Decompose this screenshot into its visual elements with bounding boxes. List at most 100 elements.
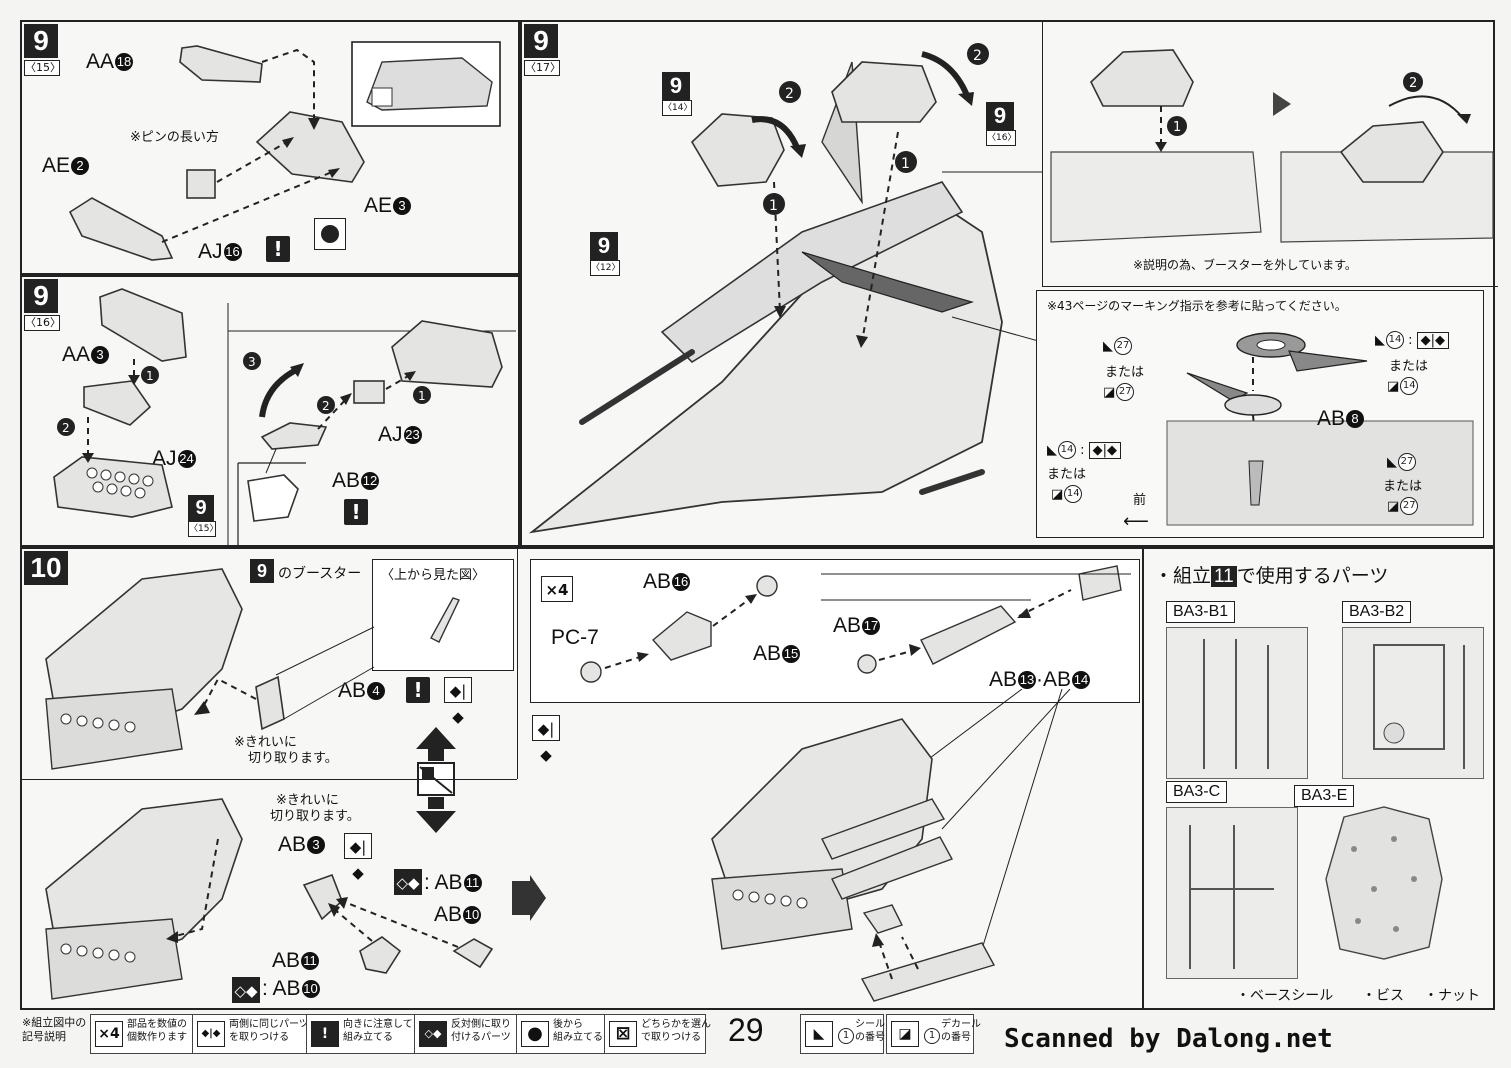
x4-icon: ×4	[541, 576, 573, 602]
seal-icon: ◣	[805, 1021, 833, 1047]
runner-ba3-e-label: BA3-E	[1294, 785, 1355, 807]
detail-note: ※説明の為、ブースターを外しています。	[1133, 258, 1357, 272]
step-number: 9	[524, 24, 558, 58]
svg-text:2: 2	[973, 48, 982, 64]
or-text-4: または	[1383, 479, 1423, 494]
step-number: 9	[24, 279, 58, 313]
ref-sub-12: 〈12〉	[590, 260, 620, 276]
parts-footer-seal: ・ベースシール	[1236, 988, 1334, 1004]
note-pin-long: ※ピンの長い方	[130, 130, 219, 145]
choose-either-icon: ⊠	[609, 1021, 637, 1047]
svg-text:2: 2	[62, 421, 70, 435]
legend-opposite: ◇◆ 反対側に取り付けるパーツ	[414, 1014, 518, 1054]
top-view-part	[430, 597, 460, 643]
ref-step-16: 9	[986, 102, 1014, 130]
runners-illustration	[1189, 639, 1465, 969]
decal-14-a: ◪14	[1387, 377, 1419, 395]
both-sides-icon-b: ◆|◆	[344, 833, 372, 882]
legend-caution: ! 向きに注意して組み立てる	[306, 1014, 416, 1054]
step-sub: 〈17〉	[524, 60, 561, 76]
divider-vert	[517, 549, 518, 779]
assemble-later-icon: ●	[521, 1021, 549, 1047]
legend-seal: ◣ 1 シールの番号	[800, 1014, 885, 1054]
step-sub: 〈16〉	[24, 315, 61, 331]
clean-cut-note-b: ※きれいに切り取ります。	[270, 793, 360, 824]
panel-9-16-illustration: 1 2 1 2 3	[53, 288, 516, 549]
decal-icon: ◪	[891, 1021, 919, 1047]
both-sides-icon: ◆|◆	[197, 1021, 225, 1047]
legend-decal: ◪ 1 デカールの番号	[886, 1014, 981, 1054]
front-label: 前	[1133, 493, 1147, 508]
runner-ba3-b1-label: BA3-B1	[1166, 601, 1236, 623]
panel-9-15-illustration	[68, 41, 501, 261]
marking-illustration	[1166, 332, 1474, 526]
opposite-side-icon: ◇◆	[394, 869, 422, 895]
booster-ref-text: のブースター	[278, 566, 362, 582]
caution-icon: !	[266, 236, 290, 262]
svg-text:1: 1	[1173, 120, 1181, 135]
step-number: 10	[24, 551, 68, 585]
svg-text:3: 3	[248, 355, 256, 369]
ref-step-sub: 〈15〉	[188, 521, 218, 537]
legend-title: ※組立図中の記号説明	[22, 1016, 87, 1043]
decal-14-b: ◪14	[1051, 485, 1083, 503]
caution-icon: !	[406, 677, 430, 703]
detail-illustration: 1 2	[1050, 49, 1494, 243]
sticker-14-b: ◣14 : ◆|◆	[1047, 441, 1122, 459]
opposite-side-icon: ◇◆	[419, 1021, 447, 1047]
runner-ba3-c	[1166, 807, 1298, 979]
runner-ba3-c-label: BA3-C	[1166, 781, 1228, 803]
decal-27-b: ◪27	[1387, 497, 1419, 515]
label-pc7: PC-7	[551, 626, 599, 649]
opposite-side-icon-b: ◇◆	[232, 977, 260, 1003]
svg-text:1: 1	[901, 156, 910, 172]
parts-x4-illustration	[580, 565, 1131, 683]
step-sub: 〈15〉	[24, 60, 61, 76]
svg-text:1: 1	[418, 389, 426, 403]
or-text-1: または	[1105, 365, 1145, 380]
booster-illustration-b	[45, 798, 494, 1000]
fighter-assembly-illustration: 1 1 2 2	[528, 43, 1042, 534]
marking-note: ※43ページのマーキング指示を参考に貼ってください。	[1047, 299, 1347, 313]
top-view-box: 〈上から見た図〉	[372, 559, 514, 671]
svg-text:2: 2	[1409, 76, 1417, 91]
step-number: 9	[24, 24, 58, 58]
both-sides-icon: ◆|◆	[444, 677, 472, 726]
legend-both-sides: ◆|◆ 両側に同じパーツを取りつける	[192, 1014, 309, 1054]
booster-ref-step: 9	[250, 559, 274, 583]
booster-final-illustration	[711, 689, 1071, 1002]
svg-text:2: 2	[322, 399, 330, 413]
detail-box-top: 1 2 ※説明の為、ブースターを外しています。	[1042, 22, 1498, 287]
sticker-27-a: ◣27	[1103, 337, 1132, 355]
x4-icon: ×4	[95, 1021, 123, 1047]
parts-footer-nut: ・ナット	[1424, 988, 1480, 1004]
legend-choose: ⊠ どちらかを選んで取りつける	[604, 1014, 711, 1054]
assemble-later-icon	[314, 218, 346, 250]
sticker-27-b: ◣27	[1387, 453, 1416, 471]
ref-step-12: 9	[590, 232, 618, 260]
caution-icon: !	[344, 499, 368, 525]
clean-cut-note: ※きれいに切り取ります。	[234, 735, 338, 766]
svg-text:1: 1	[769, 198, 778, 214]
both-sides-icon-c: ◆|◆	[532, 715, 560, 764]
caution-icon: !	[311, 1021, 339, 1047]
ref-step-number: 9	[188, 495, 214, 521]
top-view-title: 〈上から見た図〉	[381, 568, 486, 583]
panel-step9-17: 9 〈17〉 9 〈14〉 9 〈16〉 9 〈12〉 1 1 2 2	[520, 20, 1498, 547]
